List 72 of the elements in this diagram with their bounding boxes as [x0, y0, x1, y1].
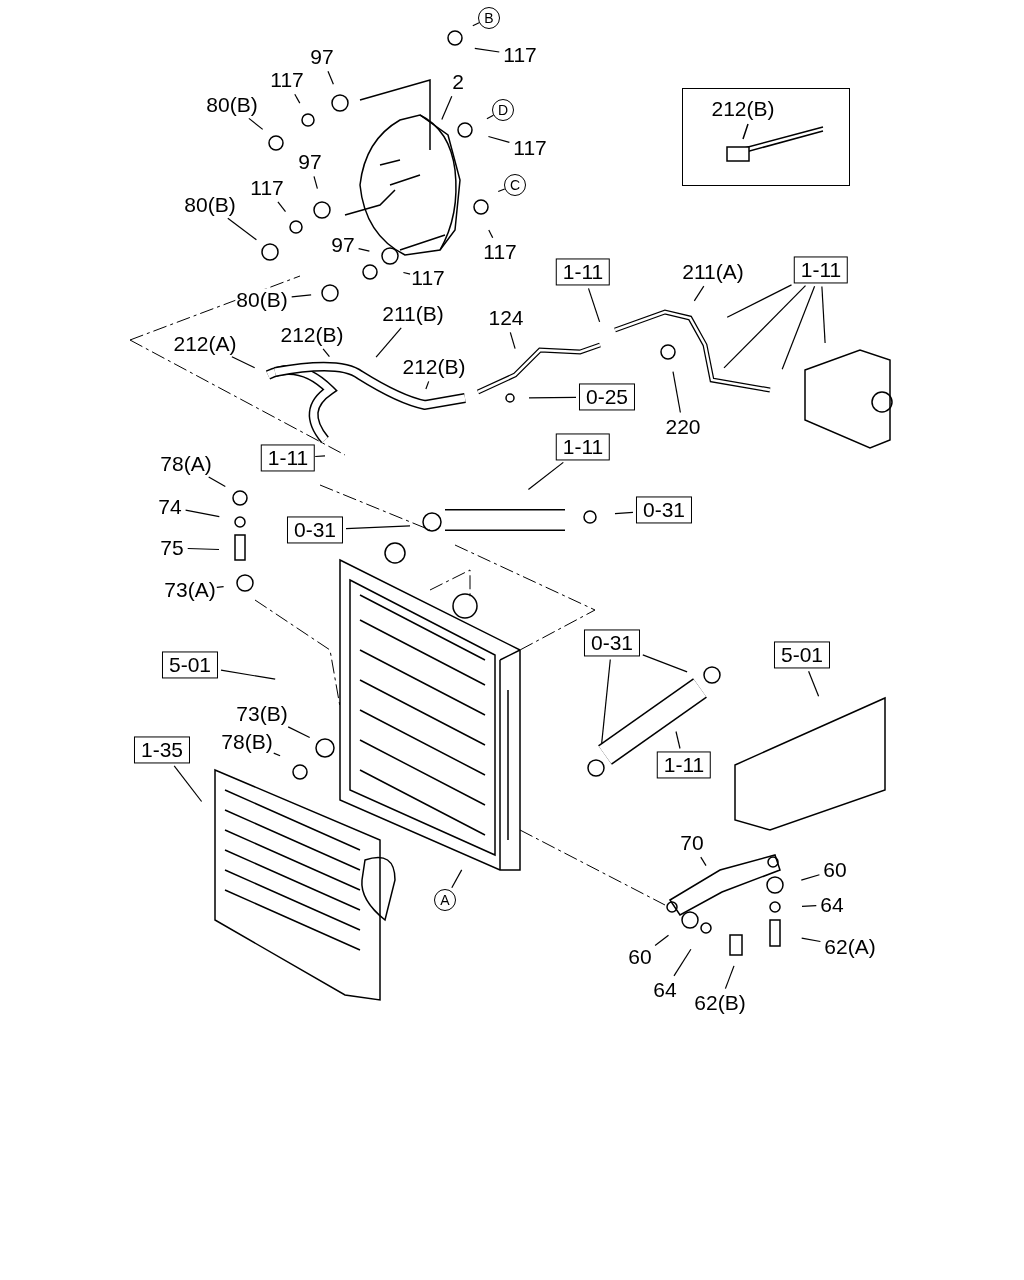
- leader-line: [187, 547, 220, 551]
- leader-line: [248, 117, 264, 130]
- circled-letter: A: [434, 889, 456, 911]
- reference-box: 0-31: [584, 629, 640, 657]
- leader-line: [723, 285, 807, 369]
- leader-line: [488, 229, 494, 239]
- leader-line: [273, 752, 281, 757]
- leader-line: [441, 95, 453, 120]
- leader-line: [313, 175, 318, 190]
- leader-line: [425, 380, 430, 390]
- leader-line: [673, 948, 692, 977]
- leader-line: [693, 285, 705, 302]
- leader-line: [208, 476, 226, 488]
- leader-line: [527, 461, 564, 491]
- leader-line: [345, 525, 411, 530]
- leader-line: [375, 327, 402, 358]
- leader-line: [216, 586, 225, 588]
- leader-line: [231, 356, 256, 369]
- leader-line: [472, 22, 480, 27]
- leader-line: [451, 869, 463, 889]
- callout-number: 80(B): [235, 288, 289, 312]
- leader-line: [227, 217, 257, 241]
- leader-line: [294, 93, 301, 104]
- leader-line: [700, 856, 707, 867]
- circled-letter: C: [504, 174, 526, 196]
- leader-line: [654, 934, 670, 947]
- reference-box: 1-11: [555, 433, 611, 461]
- leader-line: [726, 284, 793, 318]
- leader-line: [220, 669, 276, 680]
- reference-box: 0-31: [636, 496, 692, 524]
- circled-letter: B: [478, 7, 500, 29]
- reference-box: 5-01: [774, 641, 830, 669]
- leader-line: [801, 937, 821, 943]
- leader-line: [487, 135, 510, 143]
- leader-line: [497, 188, 506, 193]
- leader-line: [322, 348, 330, 358]
- leader-line: [287, 726, 311, 739]
- reference-box: 5-01: [162, 651, 218, 679]
- inset-panel: [682, 88, 850, 186]
- leader-line: [528, 396, 577, 399]
- leader-line: [587, 287, 601, 323]
- circled-letter: D: [492, 99, 514, 121]
- leader-line: [800, 874, 820, 881]
- reference-box: 1-11: [260, 444, 316, 472]
- leader-line: [801, 905, 817, 907]
- leader-line: [358, 248, 370, 252]
- leader-line: [509, 331, 516, 350]
- reference-box: 1-11: [555, 258, 611, 286]
- leader-line: [601, 658, 611, 744]
- leader-line: [808, 670, 820, 697]
- leader-line: [185, 509, 220, 518]
- leader-line: [672, 371, 681, 414]
- leader-line: [486, 114, 494, 120]
- leader-line: [402, 271, 411, 275]
- leader-line: [277, 201, 287, 213]
- leader-line: [821, 285, 826, 344]
- callout-number: 212(B): [711, 97, 775, 121]
- leader-line: [724, 965, 735, 990]
- leader-line: [781, 285, 816, 370]
- leader-line: [291, 294, 312, 298]
- reference-box: 0-31: [287, 516, 343, 544]
- leader-line: [642, 654, 688, 673]
- leader-line: [614, 511, 634, 515]
- leader-line: [173, 765, 203, 803]
- leader-line: [675, 730, 681, 750]
- leader-line: [314, 455, 326, 458]
- reference-box: 1-11: [656, 751, 712, 779]
- leader-line: [327, 70, 334, 85]
- reference-box: 1-35: [134, 736, 190, 764]
- leader-line: [474, 47, 500, 53]
- reference-box: 0-25: [579, 383, 635, 411]
- reference-box: 1-11: [793, 256, 849, 284]
